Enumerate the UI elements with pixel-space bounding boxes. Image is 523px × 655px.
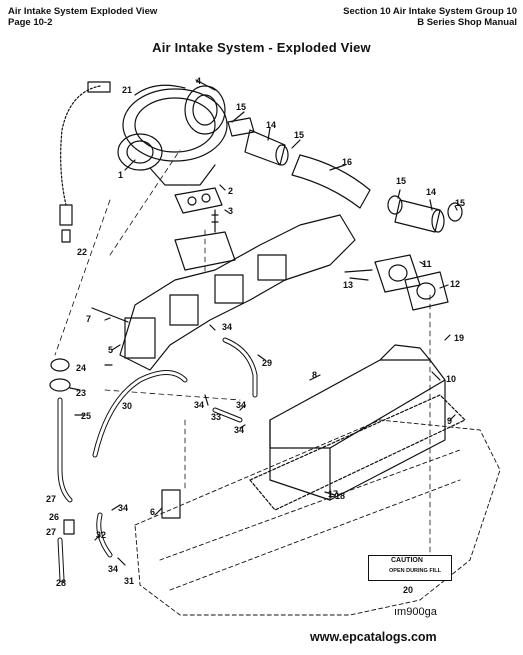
callout-label: 27 <box>46 494 56 504</box>
drain-gasket <box>49 378 71 392</box>
callout-label: 2 <box>228 186 233 196</box>
callout-label: 32 <box>96 530 106 540</box>
callout-label: 26 <box>49 512 59 522</box>
charge-air-hoses <box>227 117 463 233</box>
caution-text: OPEN DURING FILL <box>389 568 441 574</box>
page-title: Air Intake System - Exploded View <box>152 40 371 55</box>
header-page-number: Page 10-2 <box>8 17 53 28</box>
callout-label: 21 <box>122 85 132 95</box>
oil-supply-line <box>60 85 101 206</box>
callout-label: 24 <box>76 363 86 373</box>
callout-label: 27 <box>46 527 56 537</box>
callout-label: 17 <box>328 489 338 499</box>
aftercooler-gasket <box>249 394 466 511</box>
callout-label: 33 <box>211 412 221 422</box>
callout-label: 34 <box>194 400 204 410</box>
callout-label: 10 <box>446 374 456 384</box>
turbo-stud <box>211 209 219 233</box>
engine-block-outline <box>134 419 501 616</box>
intake-adapter <box>404 271 449 311</box>
header-right: Section 10 Air Intake System Group 10 B … <box>343 6 517 28</box>
intake-gasket <box>374 254 421 293</box>
drawing-id: ım900ga <box>394 606 437 618</box>
callout-label: 9 <box>447 416 452 426</box>
callout-label: 6 <box>150 507 155 517</box>
manifold-bolt <box>91 307 129 323</box>
callout-label: 4 <box>196 76 201 86</box>
callout-label: 25 <box>81 411 91 421</box>
callout-label: 16 <box>342 157 352 167</box>
callout-label: 15 <box>236 102 246 112</box>
callout-label: 8 <box>312 370 317 380</box>
callout-label: 34 <box>234 425 244 435</box>
callout-label: 31 <box>124 576 134 586</box>
callout-label: 12 <box>450 279 460 289</box>
callout-label: 5 <box>108 345 113 355</box>
callout-label: 34 <box>108 564 118 574</box>
callout-label: 18 <box>335 491 345 501</box>
callout-label: 23 <box>76 388 86 398</box>
callout-label: 20 <box>403 585 413 595</box>
callout-label: 7 <box>86 314 91 324</box>
callout-label: 34 <box>118 503 128 513</box>
callout-label: 22 <box>77 247 87 257</box>
turbocharger <box>117 84 228 186</box>
adapter-bolt <box>344 269 373 273</box>
callout-label: 3 <box>228 206 233 216</box>
callout-label: 34 <box>236 400 246 410</box>
callout-label: 11 <box>422 259 432 269</box>
header-section-group: Section 10 Air Intake System Group 10 <box>343 6 517 17</box>
callout-label: 15 <box>396 176 406 186</box>
exhaust-manifold <box>119 214 356 371</box>
callout-label: 30 <box>122 401 132 411</box>
callout-label: 15 <box>294 130 304 140</box>
cover-plate <box>161 489 181 519</box>
callout-label: 29 <box>262 358 272 368</box>
callout-label: 34 <box>222 322 232 332</box>
callout-label: 14 <box>426 187 436 197</box>
callout-label: 1 <box>118 170 123 180</box>
header-manual-name: B Series Shop Manual <box>417 17 517 28</box>
callout-label: 13 <box>343 280 353 290</box>
callout-label: 19 <box>454 333 464 343</box>
turbo-gasket <box>174 187 223 214</box>
header-section-title: Air Intake System Exploded View <box>8 6 158 17</box>
oil-fitting <box>59 204 73 226</box>
watermark: www.epcatalogs.com <box>310 630 437 644</box>
caution-tag: CAUTION OPEN DURING FILL <box>368 555 452 581</box>
callout-label: 28 <box>56 578 66 588</box>
caution-title: CAUTION <box>391 557 423 564</box>
callout-label: 14 <box>266 120 276 130</box>
aftercooler <box>269 344 446 501</box>
callout-label: 15 <box>455 198 465 208</box>
header-left: Air Intake System Exploded View Page 10-… <box>8 6 157 28</box>
